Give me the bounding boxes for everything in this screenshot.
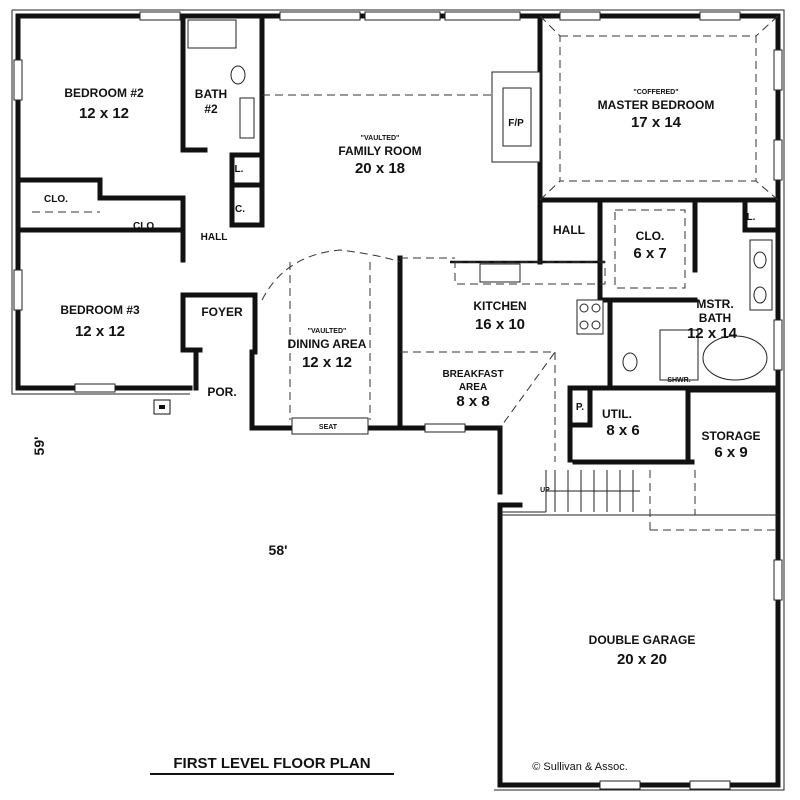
- kitchen-name: KITCHEN: [473, 299, 526, 313]
- master-dim: 17 x 14: [631, 114, 682, 131]
- pantry-label: P.: [576, 402, 584, 413]
- stairs-treads: [500, 470, 640, 513]
- storage-dim: 6 x 9: [714, 444, 747, 461]
- garage-name: DOUBLE GARAGE: [589, 633, 696, 647]
- util-dim: 8 x 6: [606, 422, 639, 439]
- plan-title: FIRST LEVEL FLOOR PLAN: [173, 755, 370, 772]
- bedroom3-name: BEDROOM #3: [60, 303, 140, 317]
- copyright-credit: © Sullivan & Assoc.: [532, 761, 628, 773]
- seat-label: SEAT: [319, 424, 338, 431]
- dining-note: "VAULTED": [308, 328, 347, 335]
- mstr-bath-name1: MSTR.: [696, 297, 733, 311]
- porch-label: POR.: [207, 385, 236, 399]
- master-name: MASTER BEDROOM: [598, 98, 715, 112]
- hall-right-label: HALL: [553, 223, 585, 237]
- family-note: "VAULTED": [361, 135, 400, 142]
- fixtures: [153, 19, 773, 513]
- family-name: FAMILY ROOM: [338, 144, 421, 158]
- breakfast-name2: AREA: [459, 382, 487, 393]
- util-name: UTIL.: [602, 407, 632, 421]
- mstr-bath-dim: 12 x 14: [687, 325, 738, 342]
- closet-mid-label: CLO.: [133, 221, 157, 232]
- shower-label: SHWR.: [667, 377, 690, 384]
- kitchen-dim: 16 x 10: [475, 316, 525, 333]
- bedroom2-name: BEDROOM #2: [64, 86, 144, 100]
- plan-title-block: FIRST LEVEL FLOOR PLAN © Sullivan & Asso…: [150, 755, 628, 775]
- hall-left-label: HALL: [201, 232, 228, 243]
- garage-dim: 20 x 20: [617, 651, 667, 668]
- bath2-number: #2: [204, 102, 218, 116]
- closet-left-label: CLO.: [44, 194, 68, 205]
- master-note: "COFFERED": [633, 89, 678, 96]
- bath2-name: BATH: [195, 87, 227, 101]
- depth-dimension: 59': [31, 437, 47, 456]
- breakfast-name1: BREAKFAST: [442, 369, 503, 380]
- room-labels: BEDROOM #2 12 x 12 BATH #2 "VAULTED" FAM…: [44, 86, 761, 668]
- stairs-up-label: UP: [540, 487, 550, 494]
- fireplace-label: F/P: [508, 118, 524, 129]
- foyer-label: FOYER: [201, 305, 243, 319]
- ceiling-outlines: [32, 15, 779, 531]
- bedroom3-dim: 12 x 12: [75, 323, 125, 340]
- windows: [13, 11, 783, 790]
- linen-label: L.: [235, 164, 244, 175]
- dining-name: DINING AREA: [288, 337, 367, 351]
- master-closet-name: CLO.: [636, 229, 665, 243]
- storage-name: STORAGE: [701, 429, 760, 443]
- bedroom2-dim: 12 x 12: [79, 105, 129, 122]
- dining-dim: 12 x 12: [302, 354, 352, 371]
- master-closet-dim: 6 x 7: [633, 245, 666, 262]
- width-dimension: 58': [269, 542, 288, 558]
- mstr-bath-name2: BATH: [699, 311, 731, 325]
- coat-closet-label: C.: [235, 204, 245, 215]
- family-dim: 20 x 18: [355, 160, 405, 177]
- interior-walls: [15, 13, 781, 516]
- overall-dimensions: 58' 59': [31, 437, 287, 558]
- linen-right-label: L.: [747, 212, 756, 223]
- breakfast-dim: 8 x 8: [456, 393, 489, 410]
